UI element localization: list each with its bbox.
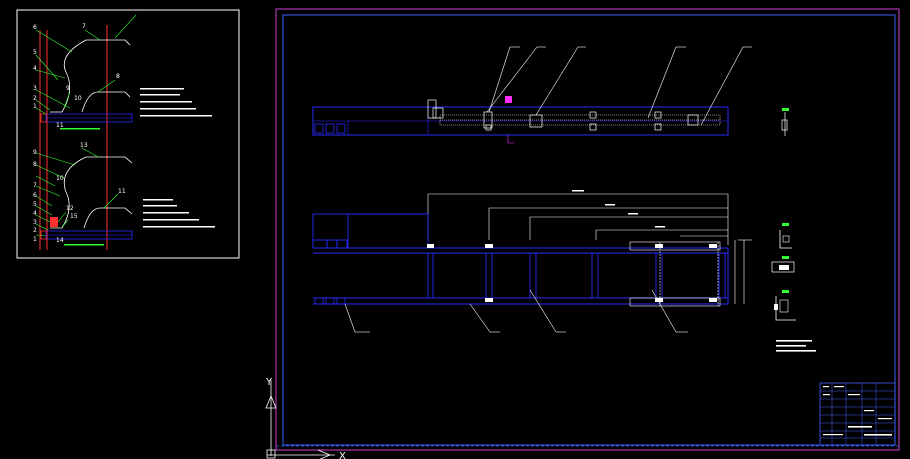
plan-view-side-dimension [734, 239, 752, 304]
callout-lower-6: 4 [33, 210, 37, 217]
plan-view-carriage [629, 241, 721, 307]
callout-lower-9: 1 [33, 236, 37, 243]
callout-lower-11: 12 [66, 205, 74, 212]
ucs-axis-icon: Y X [265, 377, 346, 459]
top-view-chain-track [439, 114, 721, 126]
sheet-border-outer [275, 8, 900, 451]
sheet-border-inner [282, 14, 896, 446]
plan-view-rail-left-boxes [314, 297, 346, 305]
title-block[interactable] [819, 382, 896, 446]
callout-upper-3: 5 [33, 49, 37, 56]
inset-upper-caption-bar [60, 128, 100, 130]
callout-lower-15: 15 [70, 213, 78, 220]
callout-upper-11: 11 [56, 122, 64, 129]
callout-lower-4: 6 [33, 192, 37, 199]
callout-upper-2: 7 [82, 23, 86, 30]
callout-lower-7: 3 [33, 219, 37, 226]
callout-upper-1: 6 [33, 24, 37, 31]
top-view-components [427, 99, 699, 131]
inset-upper-profile [50, 39, 131, 113]
section-view-b [771, 256, 795, 273]
callout-lower-8: 2 [33, 227, 37, 234]
inset-lower-profile-b [83, 207, 133, 229]
inset-detail-view[interactable]: 6 7 5 4 3 2 1 8 9 10 11 [16, 9, 240, 259]
inset-frame [16, 9, 240, 259]
callout-upper-8: 8 [116, 73, 120, 80]
callout-lower-14: 10 [56, 175, 64, 182]
callout-upper-7: 1 [33, 103, 37, 110]
top-view-magenta-lead [507, 135, 514, 144]
callout-lower-5: 5 [33, 201, 37, 208]
section-view-a [779, 223, 792, 249]
plan-view-crossbeam-caps [427, 244, 717, 302]
inset-lower-red-block-2 [40, 230, 48, 240]
plan-view-crossbeams [427, 252, 726, 299]
plan-view-dimension-lines [427, 193, 729, 245]
inset-upper-red-block [40, 113, 48, 123]
top-view-magenta-marker [505, 96, 512, 103]
callout-upper-4: 4 [33, 65, 37, 72]
callout-lower-3: 7 [33, 182, 37, 189]
callout-upper-10: 10 [74, 95, 82, 102]
top-view-section-detail [781, 108, 789, 136]
inset-lower-red-block [50, 217, 58, 227]
plan-view-callouts [344, 289, 688, 333]
axis-x-label: X [339, 451, 346, 459]
inset-lower-profile [50, 156, 133, 229]
callout-lower-1: 9 [33, 149, 37, 156]
callout-upper-6: 2 [33, 95, 37, 102]
inset-upper-leaders [35, 14, 137, 115]
callout-upper-9: 9 [66, 85, 70, 92]
top-view-callouts [486, 46, 752, 126]
callout-lower-2: 8 [33, 161, 37, 168]
main-sheet[interactable] [275, 8, 900, 451]
plan-view-drive-unit [312, 213, 429, 249]
sheet-notes [776, 340, 816, 352]
callout-lower-10: 13 [80, 142, 88, 149]
inset-upper-profile-b [81, 91, 131, 113]
inset-upper-notes [140, 88, 212, 117]
inset-lower-leaders [35, 147, 119, 237]
plan-view-dim-text [572, 190, 665, 228]
callout-upper-5: 3 [33, 85, 37, 92]
callout-lower-12: 14 [56, 237, 64, 244]
axis-y-label: Y [265, 377, 273, 388]
plan-view-rails [313, 247, 729, 305]
inset-upper-callouts: 6 7 5 4 3 2 1 8 9 10 11 [33, 23, 120, 129]
inset-lower-callouts: 9 8 7 6 5 4 3 2 1 13 12 14 11 10 15 [33, 142, 126, 244]
inset-lower-caption-bar [64, 244, 104, 246]
inset-lower-notes [143, 199, 215, 228]
callout-lower-13: 11 [118, 188, 126, 195]
section-view-c [774, 290, 796, 321]
top-view-rail [312, 106, 729, 136]
